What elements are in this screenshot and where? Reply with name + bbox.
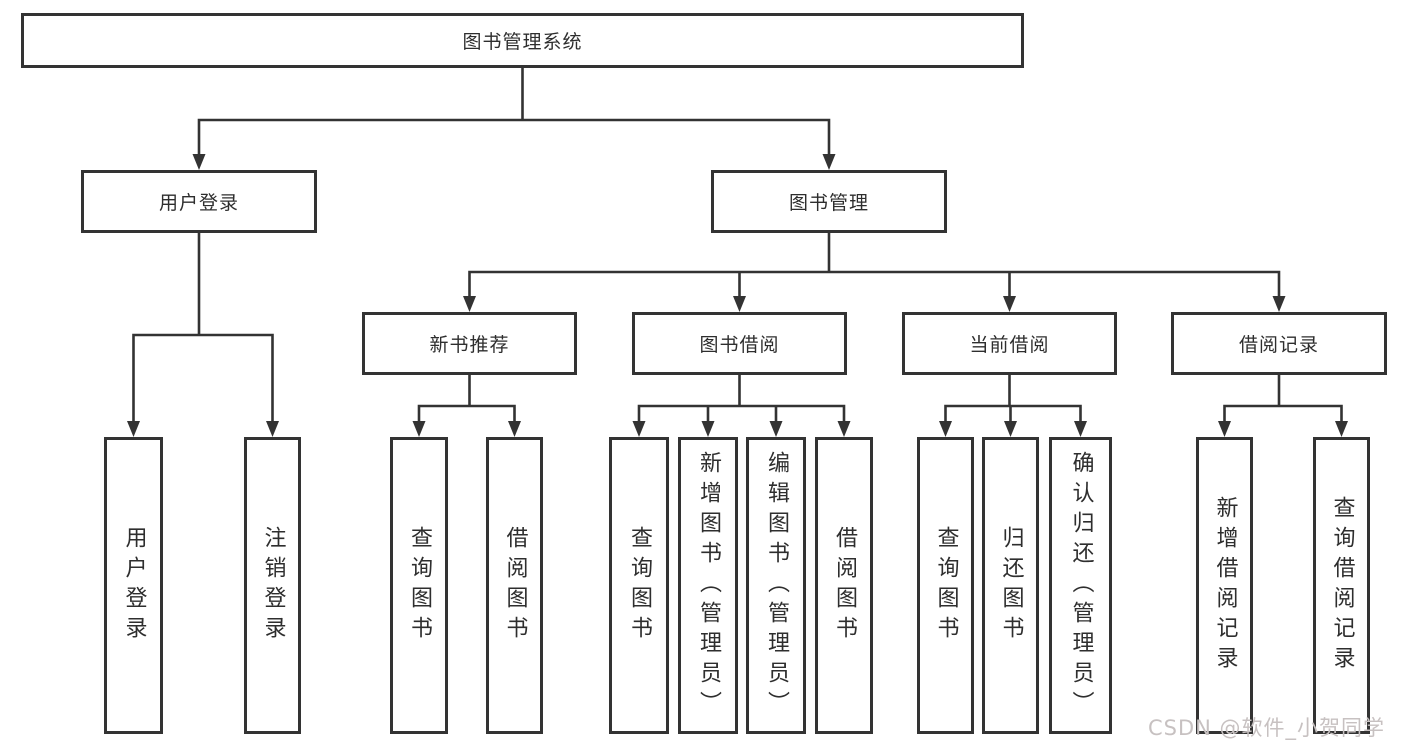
node-edit-book-admin-label: 编辑图书（管理员） bbox=[764, 450, 789, 721]
node-book-borrowing-label: 图书借阅 bbox=[699, 334, 780, 356]
node-current-borrowing-label: 当前借阅 bbox=[969, 334, 1050, 356]
node-query-books-recommend: 查询图书 bbox=[390, 437, 448, 734]
node-book-management: 图书管理 bbox=[711, 170, 947, 233]
node-query-books-recommend-label: 查询图书 bbox=[407, 525, 432, 646]
node-new-book-recommendation-label: 新书推荐 bbox=[429, 334, 510, 356]
node-borrow-books-borrowing-label: 借阅图书 bbox=[832, 525, 857, 646]
node-library-system: 图书管理系统 bbox=[21, 13, 1024, 68]
node-query-books-borrowing: 查询图书 bbox=[609, 437, 669, 734]
node-query-books-current-label: 查询图书 bbox=[933, 525, 959, 646]
node-query-books-borrowing-label: 查询图书 bbox=[627, 525, 652, 646]
node-book-borrowing: 图书借阅 bbox=[632, 312, 847, 375]
node-user-login-branch: 用户登录 bbox=[81, 170, 317, 233]
csdn-watermark: CSDN @软件_小贺同学 bbox=[1148, 716, 1386, 740]
node-current-borrowing: 当前借阅 bbox=[902, 312, 1117, 375]
node-borrow-books-recommend-label: 借阅图书 bbox=[502, 525, 528, 646]
node-query-borrow-record: 查询借阅记录 bbox=[1313, 437, 1370, 734]
node-return-book: 归还图书 bbox=[982, 437, 1039, 734]
node-user-login-leaf-label: 用户登录 bbox=[121, 525, 147, 646]
node-add-borrow-record-label: 新增借阅记录 bbox=[1212, 495, 1238, 676]
node-borrowing-records: 借阅记录 bbox=[1171, 312, 1387, 375]
node-add-book-admin-label: 新增图书（管理员） bbox=[696, 450, 721, 721]
node-new-book-recommendation: 新书推荐 bbox=[362, 312, 577, 375]
node-logout-label: 注销登录 bbox=[260, 525, 286, 646]
node-library-system-label: 图书管理系统 bbox=[462, 31, 583, 53]
node-query-borrow-record-label: 查询借阅记录 bbox=[1329, 495, 1355, 676]
node-user-login-branch-label: 用户登录 bbox=[158, 192, 239, 214]
node-borrow-books-recommend: 借阅图书 bbox=[486, 437, 543, 734]
node-confirm-return-admin: 确认归还（管理员） bbox=[1049, 437, 1112, 734]
node-query-books-current: 查询图书 bbox=[917, 437, 974, 734]
node-add-book-admin: 新增图书（管理员） bbox=[678, 437, 738, 734]
node-user-login-leaf: 用户登录 bbox=[104, 437, 163, 734]
node-confirm-return-admin-label: 确认归还（管理员） bbox=[1068, 450, 1094, 721]
node-logout: 注销登录 bbox=[244, 437, 301, 734]
node-return-book-label: 归还图书 bbox=[998, 525, 1024, 646]
node-book-management-label: 图书管理 bbox=[788, 192, 869, 214]
node-add-borrow-record: 新增借阅记录 bbox=[1196, 437, 1253, 734]
node-borrow-books-borrowing: 借阅图书 bbox=[815, 437, 873, 734]
node-edit-book-admin: 编辑图书（管理员） bbox=[746, 437, 806, 734]
node-borrowing-records-label: 借阅记录 bbox=[1238, 334, 1319, 356]
